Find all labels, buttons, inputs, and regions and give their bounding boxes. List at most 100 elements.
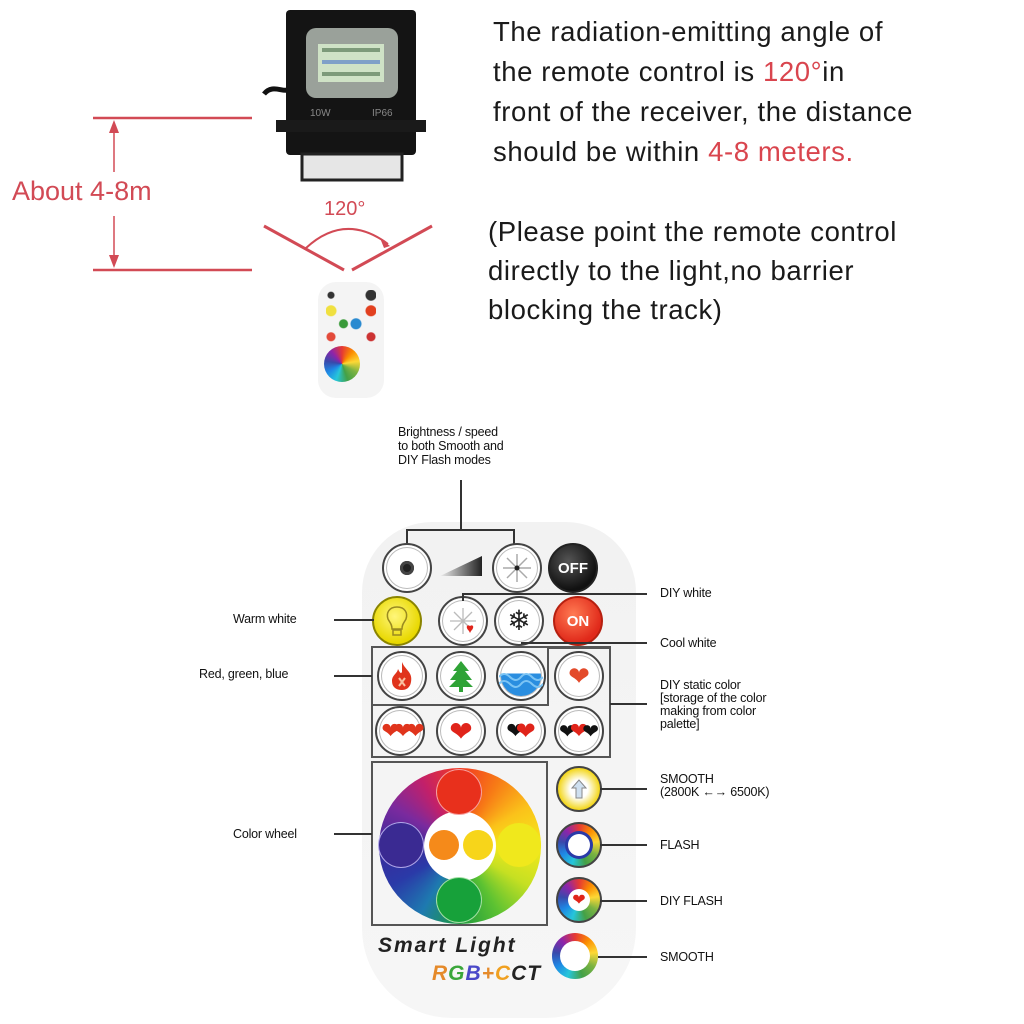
- thumbnail-buttons: [326, 290, 376, 342]
- brightness-callout: Brightness / speed to both Smooth and DI…: [398, 425, 504, 467]
- smooth-cct-label: SMOOTH (2800K ←→ 6500K): [660, 772, 770, 799]
- brand-subtitle-letter: C: [494, 962, 512, 985]
- diy-color-4-button[interactable]: ❤❤: [496, 706, 546, 756]
- cool-white-button[interactable]: ❄: [494, 596, 544, 646]
- wheel-green-button[interactable]: [437, 878, 481, 922]
- floodlight-rating-label: IP66: [372, 108, 393, 119]
- diy-flash-button[interactable]: ❤: [556, 877, 602, 923]
- orange-button[interactable]: [429, 830, 459, 860]
- flash-ring-icon: [568, 834, 590, 856]
- flash-button[interactable]: [556, 822, 602, 868]
- green-button[interactable]: [436, 651, 486, 701]
- hands-heart-right-icon: ❤: [582, 720, 599, 743]
- diy-static-label: DIY static color [storage of the color m…: [660, 679, 766, 731]
- diy-color-5-button[interactable]: ❤❤❤: [554, 706, 604, 756]
- smooth-callout-line: [598, 956, 647, 958]
- smooth-cct-label-line-1: SMOOTH: [660, 772, 714, 786]
- warm-white-button[interactable]: [372, 596, 422, 646]
- red-button[interactable]: [377, 651, 427, 701]
- diy-white-button[interactable]: [438, 596, 488, 646]
- wheel-blue-button[interactable]: [379, 823, 423, 867]
- arc-arrowhead-icon: [380, 238, 390, 248]
- brightness-callout-line-1: Brightness / speed: [398, 425, 498, 439]
- pointing-note: (Please point the remote control directl…: [488, 212, 897, 329]
- intro-line-4: should be within 4-8 meters.: [493, 132, 913, 172]
- arrowhead-up-icon: [109, 120, 119, 133]
- brand-subtitle-letter: +: [481, 962, 495, 985]
- cool-white-callout-line: [521, 642, 647, 644]
- on-button[interactable]: ON: [553, 596, 603, 646]
- diy-color-2-button[interactable]: ❤❤❤: [375, 706, 425, 756]
- intro-line-3: front of the receiver, the distance: [493, 96, 913, 127]
- brand-subtitle-letter: R: [432, 962, 449, 985]
- intro-distance-value: 4-8 meters.: [708, 136, 854, 167]
- off-button[interactable]: OFF: [548, 543, 598, 593]
- warm-white-label: Warm white: [233, 612, 297, 626]
- angle-label: 120°: [324, 198, 366, 220]
- wheel-yellow-button[interactable]: [497, 823, 541, 867]
- note-line-1: (Please point the remote control: [488, 216, 897, 247]
- flash-label: FLASH: [660, 838, 700, 852]
- rgb-callout-line: [334, 675, 372, 677]
- brightness-callout-stem: [460, 480, 462, 530]
- heart-icon: ❤: [449, 715, 473, 747]
- angle-left-ray: [263, 224, 345, 272]
- diy-color-3-button[interactable]: ❤: [436, 706, 486, 756]
- diy-static-label-line-4: palette]: [660, 717, 700, 731]
- rgb-label: Red, green, blue: [199, 667, 289, 681]
- smooth-button[interactable]: [552, 933, 598, 979]
- remote-thumbnail: [318, 282, 384, 398]
- brightness-up-button[interactable]: [492, 543, 542, 593]
- cct-arrow-icon: [570, 779, 588, 799]
- distance-angle-diagram: [93, 116, 433, 272]
- bright-sun-icon: [503, 554, 531, 582]
- cool-white-label: Cool white: [660, 636, 717, 650]
- hands-heart-icon: ❤: [559, 720, 576, 743]
- brightness-down-button[interactable]: [382, 543, 432, 593]
- brand-name: Smart Light: [378, 934, 517, 957]
- intro-line-4-prefix: should be within: [493, 136, 709, 167]
- floodlight-image: 10W IP66: [262, 10, 426, 182]
- water-wave-icon: [499, 673, 543, 688]
- off-button-label: OFF: [558, 559, 588, 577]
- intro-line-2-suffix: in: [822, 56, 845, 87]
- dim-sun-icon: [400, 561, 414, 575]
- black-heart-icon: ❤: [506, 718, 525, 743]
- intro-line-2: the remote control is 120°in: [493, 52, 913, 92]
- fire-icon: [392, 662, 412, 690]
- diy-static-label-line-3: making from color: [660, 704, 756, 718]
- triple-heart-icon: ❤❤❤: [381, 718, 424, 743]
- diy-white-label: DIY white: [660, 586, 712, 600]
- color-wheel[interactable]: [379, 768, 541, 924]
- on-button-label: ON: [566, 612, 590, 630]
- smooth-cct-button[interactable]: [556, 766, 602, 812]
- color-wheel-callout-line: [334, 833, 372, 835]
- warm-white-callout-line: [334, 619, 374, 621]
- angle-arc: [305, 228, 389, 249]
- diy-static-label-line-2: [storage of the color: [660, 691, 767, 705]
- intro-line-2-prefix: the remote control is: [493, 56, 763, 87]
- intro-line-1: The radiation-emitting angle of: [493, 16, 884, 47]
- diy-white-callout-leg: [462, 593, 464, 601]
- diy-static-callout-line: [610, 703, 647, 705]
- smooth-label: SMOOTH: [660, 950, 714, 964]
- diy-static-label-line-1: DIY static color: [660, 678, 741, 692]
- center-heart-icon: ❤: [569, 718, 589, 743]
- intro-angle-value: 120°: [762, 56, 823, 87]
- diy-static-box-top: [547, 646, 611, 649]
- yellow-button[interactable]: [463, 830, 493, 860]
- blue-button[interactable]: [496, 651, 546, 701]
- brand-subtitle-letter: B: [465, 962, 482, 985]
- diy-white-callout-line: [462, 593, 647, 595]
- brand-subtitle-letter: T: [527, 962, 542, 985]
- tree-icon: [449, 661, 473, 692]
- brightness-callout-bar: [406, 529, 514, 531]
- red-heart-icon: ❤: [515, 717, 536, 745]
- diy-color-1-button[interactable]: ❤: [554, 651, 604, 701]
- floodlight-bracket: [276, 120, 426, 132]
- floodlight-cable: [262, 86, 289, 96]
- floodlight-stand: [300, 152, 404, 182]
- brightness-callout-line-3: DIY Flash modes: [398, 453, 491, 467]
- wheel-red-button[interactable]: [437, 770, 481, 814]
- color-wheel-box: [371, 761, 548, 926]
